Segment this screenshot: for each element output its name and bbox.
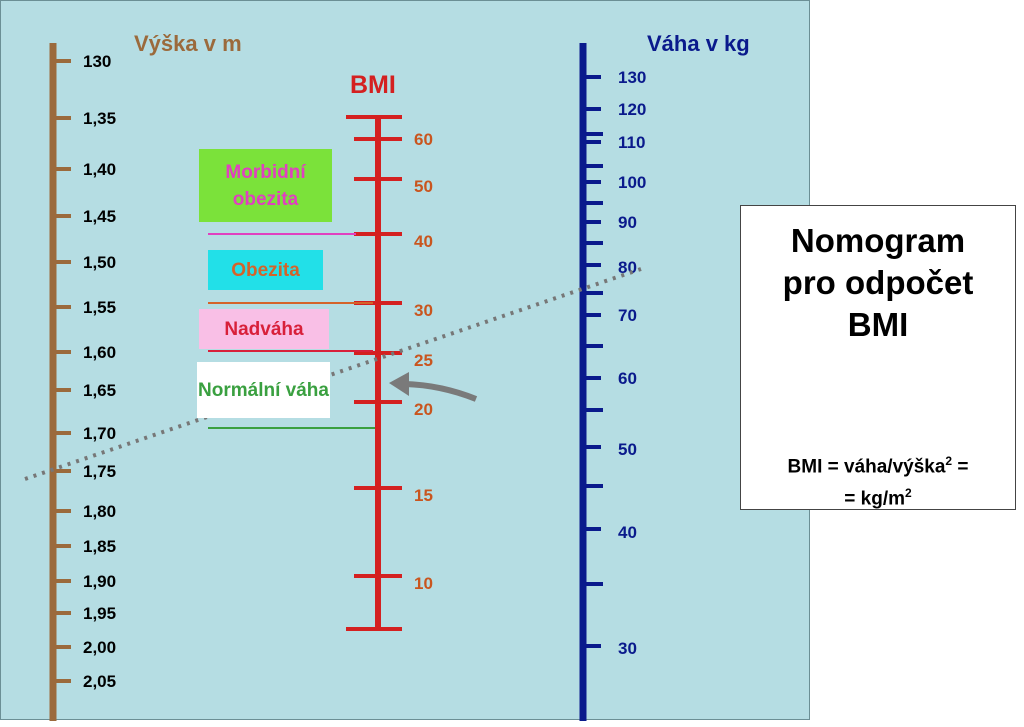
- nomogram-svg: 130 1,35 1,40 1,45 1,50 1,55 1,60 1,65 1,70 1,75 1…: [24, 31, 750, 721]
- height-tick-label: 1,95: [83, 604, 116, 623]
- example-reading-line: [24, 267, 642, 481]
- info-title: Nomogram pro odpočet BMI: [782, 222, 974, 343]
- bmi-tick-label: 25: [414, 351, 433, 370]
- height-tick-label: 1,70: [83, 424, 116, 443]
- bmi-tick-label: 20: [414, 400, 433, 419]
- info-box: Nomogram pro odpočet BMI BMI = váha/výšk…: [740, 205, 1016, 510]
- arrow-icon: [404, 381, 478, 402]
- height-tick-label: 1,65: [83, 381, 116, 400]
- bmi-tick-label: 40: [414, 232, 433, 251]
- bmi-formula: BMI = váha/výška2 = = kg/m2: [741, 448, 1015, 513]
- zone-obesity: Obezita: [208, 250, 323, 290]
- arrowhead-icon: [389, 372, 409, 396]
- height-tick-label: 1,35: [83, 109, 116, 128]
- height-tick-label: 1,45: [83, 207, 116, 226]
- weight-tick-label: 60: [618, 369, 637, 388]
- zone-morbid-label: Morbidní obezita: [225, 161, 306, 210]
- height-tick-label: 130: [83, 52, 111, 71]
- zone-normal-label: Normální váha: [198, 379, 329, 401]
- height-tick-label: 1,75: [83, 462, 116, 481]
- bmi-tick-label: 60: [414, 130, 433, 149]
- weight-tick-label: 110: [618, 133, 645, 152]
- weight-tick-label: 100: [618, 173, 646, 192]
- height-tick-label: 1,55: [83, 298, 116, 317]
- weight-tick-label: 40: [618, 523, 637, 542]
- height-tick-label: 1,60: [83, 343, 116, 362]
- zone-morbid-obesity: Morbidní obezita: [199, 149, 332, 222]
- height-tick-label: 1,50: [83, 253, 116, 272]
- bmi-tick-label: 30: [414, 301, 433, 320]
- height-axis-title: Výška v m: [134, 31, 242, 56]
- weight-tick-label: 120: [618, 100, 646, 119]
- height-tick-label: 1,80: [83, 502, 116, 521]
- weight-axis-title: Váha v kg: [647, 31, 750, 56]
- bmi-axis-title: BMI: [350, 71, 396, 99]
- height-tick-label: 2,00: [83, 638, 116, 657]
- zone-overweight: Nadváha: [199, 309, 329, 349]
- weight-tick-label: 130: [618, 68, 646, 87]
- formula-line-2: = kg/m2: [844, 486, 912, 510]
- weight-tick-label: 50: [618, 440, 637, 459]
- bmi-tick-label: 15: [414, 486, 433, 505]
- bmi-tick-label: 10: [414, 574, 433, 593]
- bmi-ticks: 60 50 40 30 25 20 15 10: [346, 115, 433, 631]
- height-tick-label: 1,85: [83, 537, 116, 556]
- bmi-tick-label: 50: [414, 177, 433, 196]
- height-tick-label: 1,90: [83, 572, 116, 591]
- weight-tick-label: 90: [618, 213, 637, 232]
- height-tick-label: 2,05: [83, 672, 116, 691]
- weight-tick-label: 70: [618, 306, 637, 325]
- nomogram-panel: 130 1,35 1,40 1,45 1,50 1,55 1,60 1,65 1,70 1,75 1…: [0, 0, 810, 721]
- zone-overweight-label: Nadváha: [224, 318, 304, 340]
- weight-tick-label: 30: [618, 639, 637, 658]
- height-tick-label: 1,40: [83, 160, 116, 179]
- zone-normal-weight: Normální váha: [197, 362, 330, 418]
- zone-obesity-label: Obezita: [231, 259, 300, 281]
- formula-line-1: BMI = váha/výška2 =: [787, 454, 969, 478]
- height-ticks: 130 1,35 1,40 1,45 1,50 1,55 1,60 1,65 1,70 1,75 1…: [53, 52, 116, 691]
